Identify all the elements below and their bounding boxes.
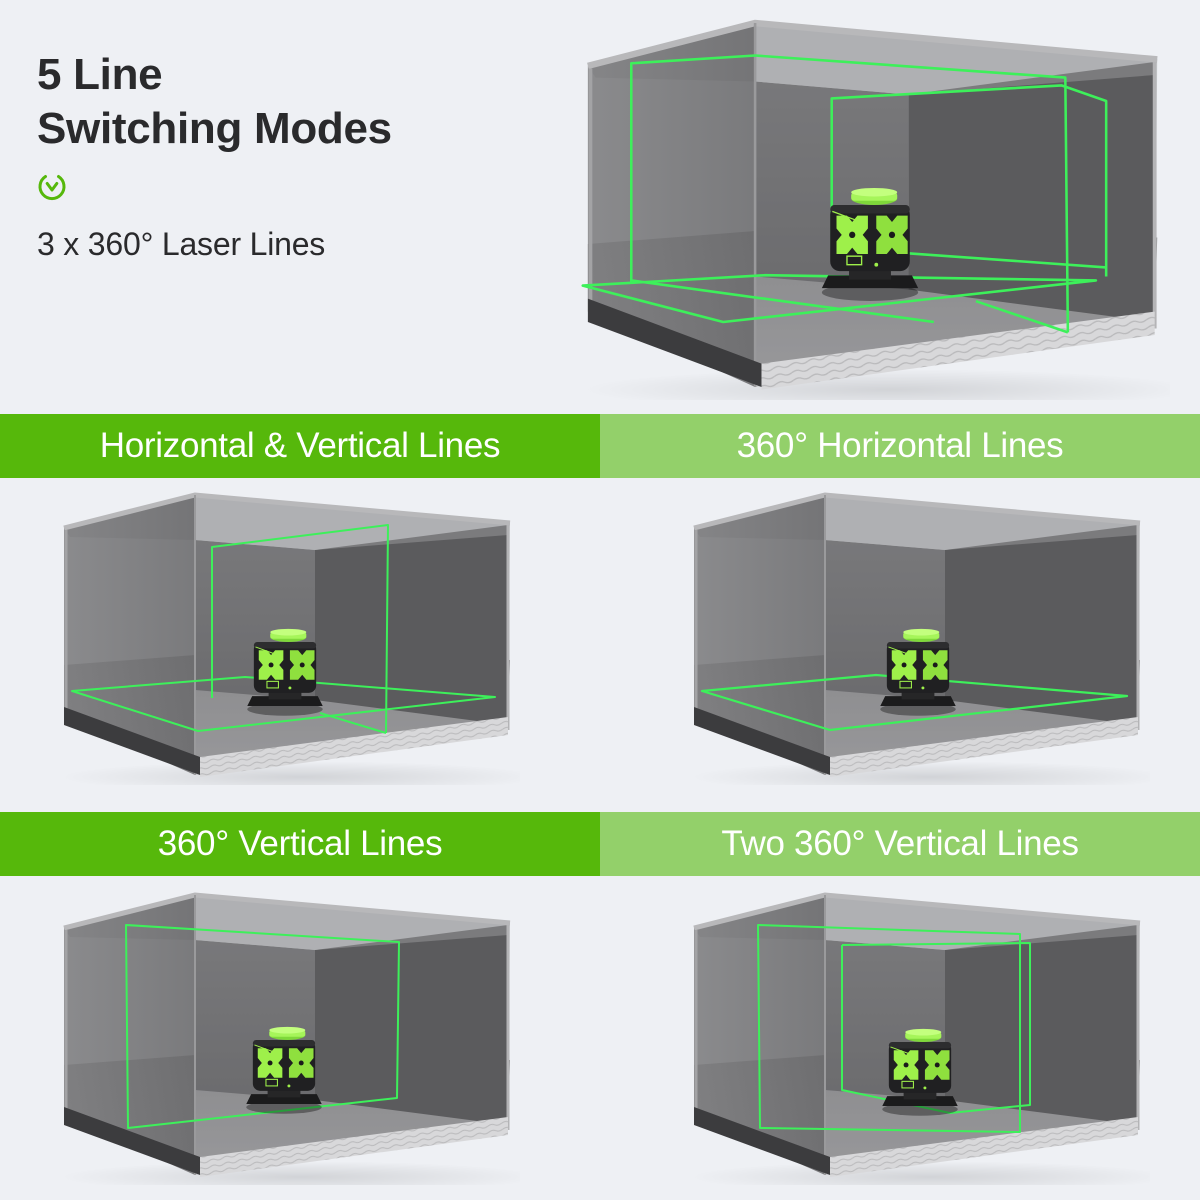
mode-label: 360° Horizontal Lines xyxy=(736,426,1064,465)
hero-illustration xyxy=(570,10,1170,400)
mode-label: Horizontal & Vertical Lines xyxy=(99,426,501,465)
mode-banner-horizontal-vertical: Horizontal & Vertical Lines xyxy=(0,414,600,478)
mode-label: 360° Vertical Lines xyxy=(157,824,443,863)
mode-banner-360-horizontal: 360° Horizontal Lines xyxy=(600,414,1200,478)
title-line-1: 5 Line xyxy=(37,50,163,99)
room-two-vertical-lines-illustration xyxy=(680,885,1150,1185)
subtitle: 3 x 360° Laser Lines xyxy=(37,226,326,262)
room-h-and-v-lines-illustration xyxy=(50,485,520,785)
check-circle-icon xyxy=(36,170,68,202)
mode-label: Two 360° Vertical Lines xyxy=(721,824,1079,863)
mode-banner-360-vertical: 360° Vertical Lines xyxy=(0,812,600,876)
title-line-2: Switching Modes xyxy=(37,104,392,153)
room-vertical-line-illustration xyxy=(50,885,520,1185)
mode-banner-two-360-vertical: Two 360° Vertical Lines xyxy=(600,812,1200,876)
room-horizontal-line-illustration xyxy=(680,485,1150,785)
page-title: 5 Line Switching Modes xyxy=(37,48,392,156)
